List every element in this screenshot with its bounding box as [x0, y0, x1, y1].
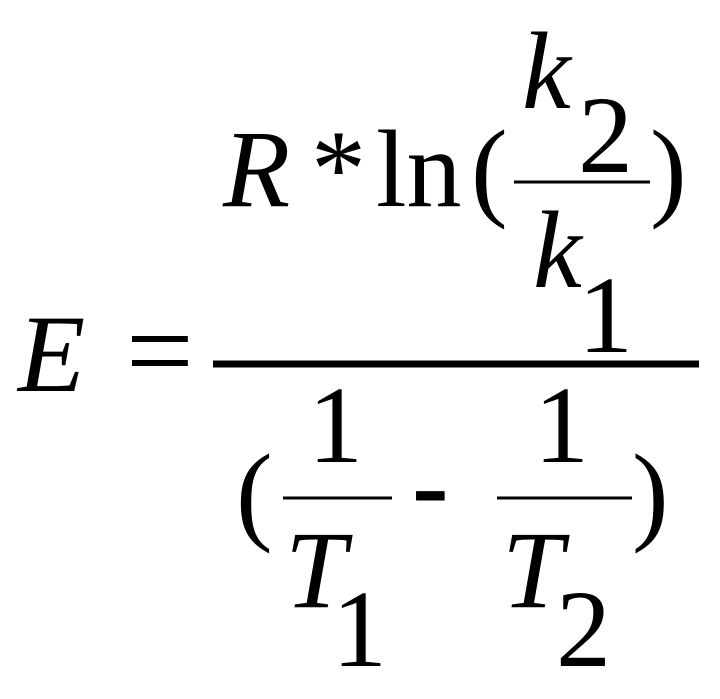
- lhs-symbol-e: E: [16, 293, 85, 415]
- denom-left-t: T: [285, 509, 353, 631]
- denom-sub-2: 2: [556, 568, 611, 690]
- denominator-open-paren: (: [236, 432, 273, 554]
- denom-right-one: 1: [534, 364, 589, 486]
- denominator-close-paren: ): [632, 432, 669, 554]
- inner-sub-2: 2: [578, 74, 633, 196]
- denom-left-one: 1: [308, 364, 363, 486]
- numerator-ln: ln: [376, 108, 462, 230]
- denom-minus: -: [412, 424, 449, 546]
- numerator-open-paren: (: [471, 108, 508, 230]
- inner-k-bottom: k: [533, 189, 584, 311]
- denom-right-t: T: [502, 509, 570, 631]
- numerator-close-paren: ): [650, 108, 687, 230]
- denom-sub-1: 1: [332, 568, 387, 690]
- equals-sign: =: [126, 284, 194, 417]
- numerator-star: *: [311, 108, 366, 230]
- numerator-r: R: [222, 108, 290, 230]
- inner-sub-1: 1: [578, 254, 633, 376]
- inner-k-top: k: [522, 10, 573, 132]
